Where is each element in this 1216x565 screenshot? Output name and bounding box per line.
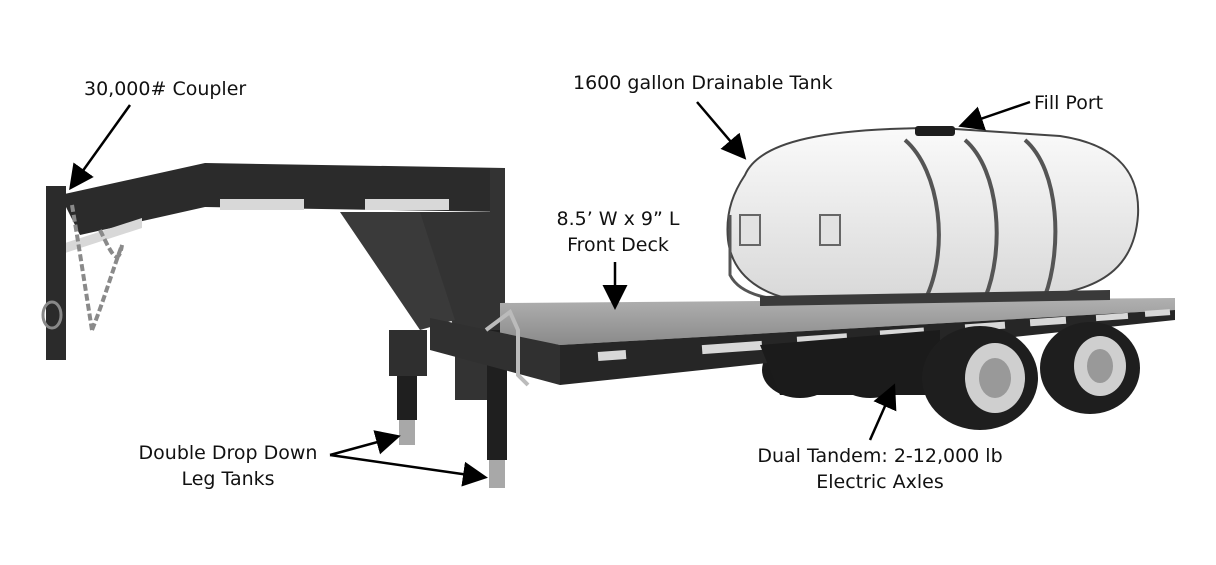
front-deck-label: 8.5’ W x 9” L Front Deck: [548, 206, 688, 258]
axles-line-2: Electric Axles: [816, 471, 944, 493]
coupler-label: 30,000# Coupler: [84, 78, 247, 100]
safety-chains: [70, 204, 124, 331]
leg-tanks: [389, 330, 507, 488]
near-wheels: [922, 322, 1140, 430]
fill-port-cap: [915, 126, 955, 136]
fill-port-arrow: [958, 100, 1031, 131]
tank-arrow: [696, 101, 747, 160]
water-tank: [726, 126, 1140, 306]
fill-port-label: Fill Port: [1034, 92, 1104, 114]
leg-tanks-line-2: Leg Tanks: [181, 468, 275, 490]
coupler-arrow: [69, 104, 132, 191]
tank-label: 1600 gallon Drainable Tank: [573, 72, 833, 94]
leg-tank-arrow-1: [329, 430, 401, 457]
leg-tank-arrow-2: [329, 453, 488, 487]
axles-label: Dual Tandem: 2-12,000 lb Electric Axles: [752, 443, 1008, 495]
axles-line-1: Dual Tandem: 2-12,000 lb: [757, 445, 1003, 467]
gooseneck: [60, 163, 505, 400]
callout-arrows: [69, 100, 1031, 487]
front-deck-line-1: 8.5’ W x 9” L: [556, 208, 680, 230]
leg-tanks-label: Double Drop Down Leg Tanks: [126, 440, 330, 492]
axles-arrow: [868, 383, 897, 441]
axle-assembly: [760, 330, 940, 395]
front-deck-line-2: Front Deck: [567, 234, 669, 256]
coupler-post: [41, 186, 66, 360]
leg-tanks-line-1: Double Drop Down: [138, 442, 318, 464]
